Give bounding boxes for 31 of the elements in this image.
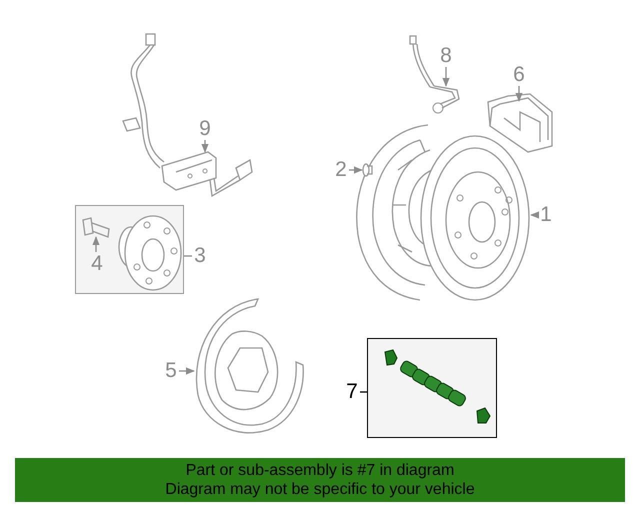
callout-number: 4	[89, 253, 105, 275]
wheel-hub-drawing	[118, 215, 182, 291]
leader-line	[349, 166, 363, 174]
leader-line	[360, 391, 367, 393]
notice-text: Diagram may not be specific to your vehicle	[165, 480, 475, 499]
sensor-bracket-drawing	[161, 151, 253, 198]
leader-line	[530, 211, 540, 219]
callout-number: 1	[538, 204, 554, 226]
notice-text: Part or sub-assembly is #7 in diagram	[186, 461, 454, 480]
leader-line	[442, 67, 450, 87]
notice-banner	[15, 458, 625, 502]
inset-frame	[367, 338, 497, 438]
callout-number: 7	[344, 381, 360, 403]
callout-number: 9	[197, 118, 213, 140]
dust-shield-drawing	[196, 298, 304, 434]
callout-number: 2	[333, 159, 349, 181]
inset-frame	[75, 205, 184, 294]
leader-line	[179, 367, 195, 375]
callout-number: 5	[163, 360, 179, 382]
callout-number: 6	[511, 64, 527, 86]
leader-line	[92, 236, 100, 252]
leader-line	[515, 86, 523, 102]
stud-drawing	[362, 163, 373, 177]
leader-line	[201, 140, 209, 153]
brake-rotor-drawing	[420, 135, 530, 301]
leader-line	[184, 255, 192, 257]
callout-number: 8	[438, 45, 454, 67]
wheel-bolt-drawing	[82, 217, 110, 238]
brake-hardware-kit-drawing	[384, 349, 491, 424]
callout-number: 3	[192, 245, 208, 267]
brake-caliper-drawing	[487, 93, 553, 153]
